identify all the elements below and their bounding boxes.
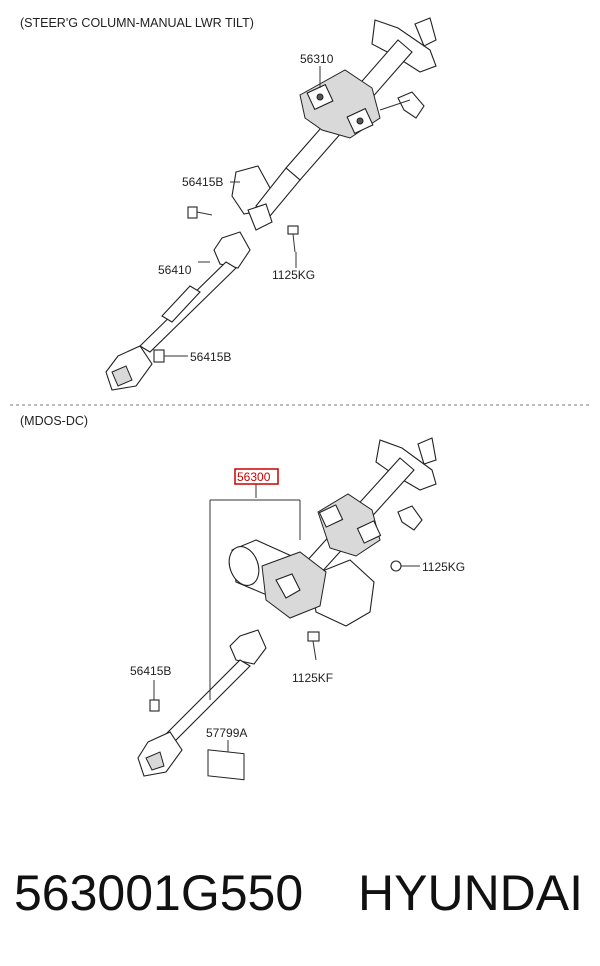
label-57799A: 57799A (206, 726, 247, 740)
brand-name: HYUNDAI (358, 865, 584, 921)
label-56300: 56300 (237, 470, 271, 484)
bottom-section-title: (MDOS-DC) (20, 414, 88, 428)
label-56415B-bottom: 56415B (130, 664, 171, 678)
label-56415B-a: 56415B (182, 175, 223, 189)
label-56310: 56310 (300, 52, 334, 66)
label-56410: 56410 (158, 263, 192, 277)
bottom-steering-column-assembly (137, 437, 437, 781)
label-1125KF: 1125KF (292, 671, 333, 685)
label-1125KG-bottom: 1125KG (422, 560, 465, 574)
label-56415B-b: 56415B (190, 350, 231, 364)
bracket-56300 (209, 484, 301, 700)
footer: 563001G550 HYUNDAI (0, 858, 600, 928)
label-1125KG-top: 1125KG (272, 268, 315, 282)
highlight-56300 (234, 468, 279, 485)
top-steering-column-assembly (105, 17, 437, 391)
part-number: 563001G550 (14, 865, 304, 921)
top-section-title: (STEER'G COLUMN-MANUAL LWR TILT) (20, 16, 254, 30)
